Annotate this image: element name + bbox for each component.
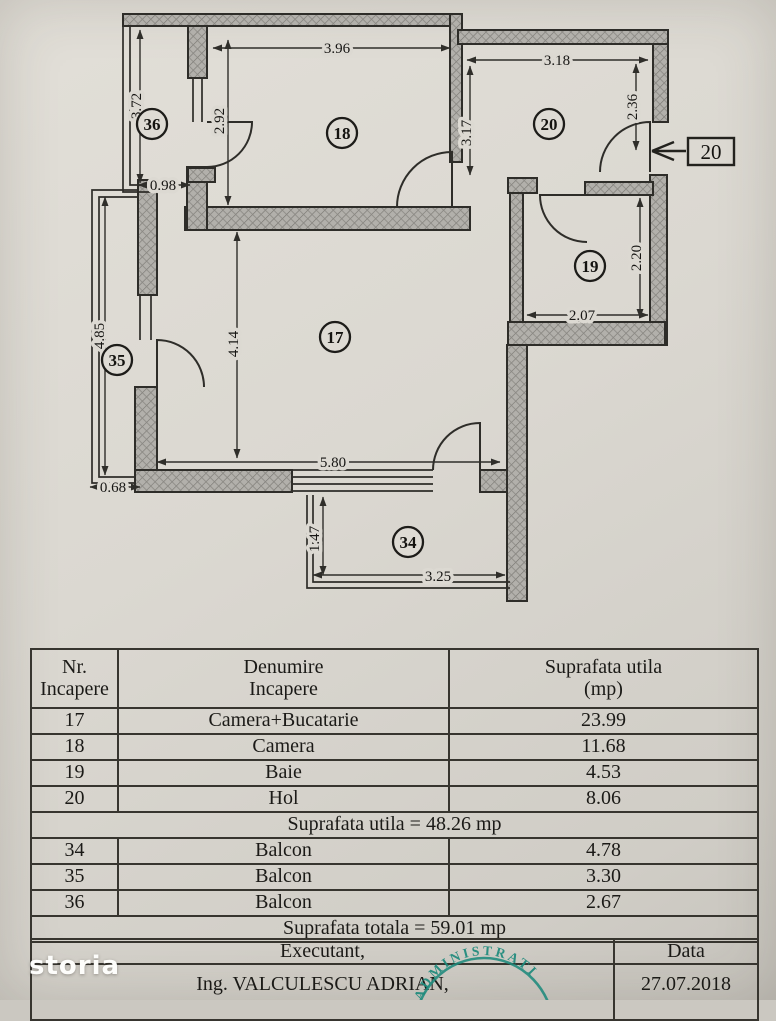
signature-block: Executant, Data Ing. VALCULESCU ADRIAN, … (30, 938, 759, 1021)
header-suprafata: Suprafata utila(mp) (448, 648, 759, 709)
dimension-labels: 3.96 3.18 3.72 2.92 3.17 2.36 0.98 2.20 … (89, 38, 649, 589)
room-label-20: 20 (532, 107, 566, 141)
room-nr: 20 (30, 785, 119, 813)
dim-label: 3.25 (425, 569, 451, 585)
dim-label: 0.68 (100, 480, 126, 496)
dim-label: 2.36 (625, 93, 641, 120)
door-35-17 (156, 338, 205, 388)
table-row: 34 Balcon 4.78 (30, 837, 759, 865)
door-arcs (156, 120, 651, 471)
svg-text:20: 20 (541, 115, 558, 134)
room-nr: 17 (30, 707, 119, 735)
dim-label: 5.80 (320, 455, 346, 471)
dim-label: 2.07 (569, 308, 596, 324)
table-row: 35 Balcon 3.30 (30, 863, 759, 891)
windows (139, 78, 433, 492)
room-label-18: 18 (325, 116, 359, 150)
room-label-19: 19 (573, 249, 607, 283)
room-area: 2.67 (448, 889, 759, 917)
floor-plan: 3.96 3.18 3.72 2.92 3.17 2.36 0.98 2.20 … (89, 13, 736, 602)
dimension-lines (89, 29, 649, 579)
door-17-34 (432, 421, 481, 471)
room-label-35: 35 (100, 343, 134, 377)
room-area: 3.30 (448, 863, 759, 891)
dim-label: 3.18 (544, 53, 570, 69)
room-name: Hol (117, 785, 450, 813)
door-entrance (599, 120, 651, 173)
room-nr: 36 (30, 889, 119, 917)
room-area: 23.99 (448, 707, 759, 735)
dim-label: 0.98 (150, 178, 176, 194)
room-name: Camera (117, 733, 450, 761)
room-name: Balcon (117, 863, 450, 891)
dim-label: 2.92 (212, 108, 228, 134)
dim-label: 1.47 (307, 525, 323, 552)
room-name: Balcon (117, 837, 450, 865)
svg-text:19: 19 (582, 257, 599, 276)
subtotal-row: Suprafata utila = 48.26 mp (30, 811, 759, 839)
balcony-parapets (91, 26, 510, 589)
subtotal-utila: Suprafata utila = 48.26 mp (30, 811, 759, 839)
storia-watermark: storia (29, 951, 121, 981)
dim-label: 4.14 (226, 330, 242, 357)
room-label-17: 17 (318, 320, 352, 354)
dim-label: 3.17 (459, 119, 475, 146)
door-19 (538, 194, 588, 243)
room-nr: 35 (30, 863, 119, 891)
room-area: 8.06 (448, 785, 759, 813)
dim-label: 4.85 (92, 323, 108, 349)
room-area: 4.78 (448, 837, 759, 865)
entrance-marker: 20 (651, 136, 736, 167)
svg-text:17: 17 (327, 328, 345, 347)
room-area: 4.53 (448, 759, 759, 787)
room-label-34: 34 (391, 525, 425, 559)
room-nr: 18 (30, 733, 119, 761)
table-row: 17 Camera+Bucatarie 23.99 (30, 707, 759, 735)
room-label-36: 36 (135, 107, 169, 141)
table-row: 20 Hol 8.06 (30, 785, 759, 813)
svg-text:18: 18 (334, 124, 351, 143)
room-name: Balcon (117, 889, 450, 917)
room-area: 11.68 (448, 733, 759, 761)
door-18-20 (396, 150, 453, 208)
door-36-18 (206, 121, 254, 168)
room-name: Baie (117, 759, 450, 787)
table-row: 19 Baie 4.53 (30, 759, 759, 787)
svg-text:34: 34 (400, 533, 418, 552)
walls (122, 13, 669, 602)
dim-label: 3.96 (324, 41, 351, 57)
room-name: Camera+Bucatarie (117, 707, 450, 735)
table-row: 18 Camera 11.68 (30, 733, 759, 761)
room-nr: 34 (30, 837, 119, 865)
header-nr-incapere: Nr.Incapere (30, 648, 119, 709)
dim-label: 2.20 (629, 245, 645, 271)
data-label: Data (613, 938, 759, 965)
room-nr: 19 (30, 759, 119, 787)
date-value: 27.07.2018 (613, 963, 759, 1021)
entrance-room-number: 20 (701, 140, 722, 164)
entrance-arrow-icon (651, 140, 686, 162)
room-labels: 36 18 20 19 17 35 34 (100, 107, 607, 559)
svg-text:36: 36 (144, 115, 161, 134)
svg-text:35: 35 (109, 351, 126, 370)
table-row: 36 Balcon 2.67 (30, 889, 759, 917)
